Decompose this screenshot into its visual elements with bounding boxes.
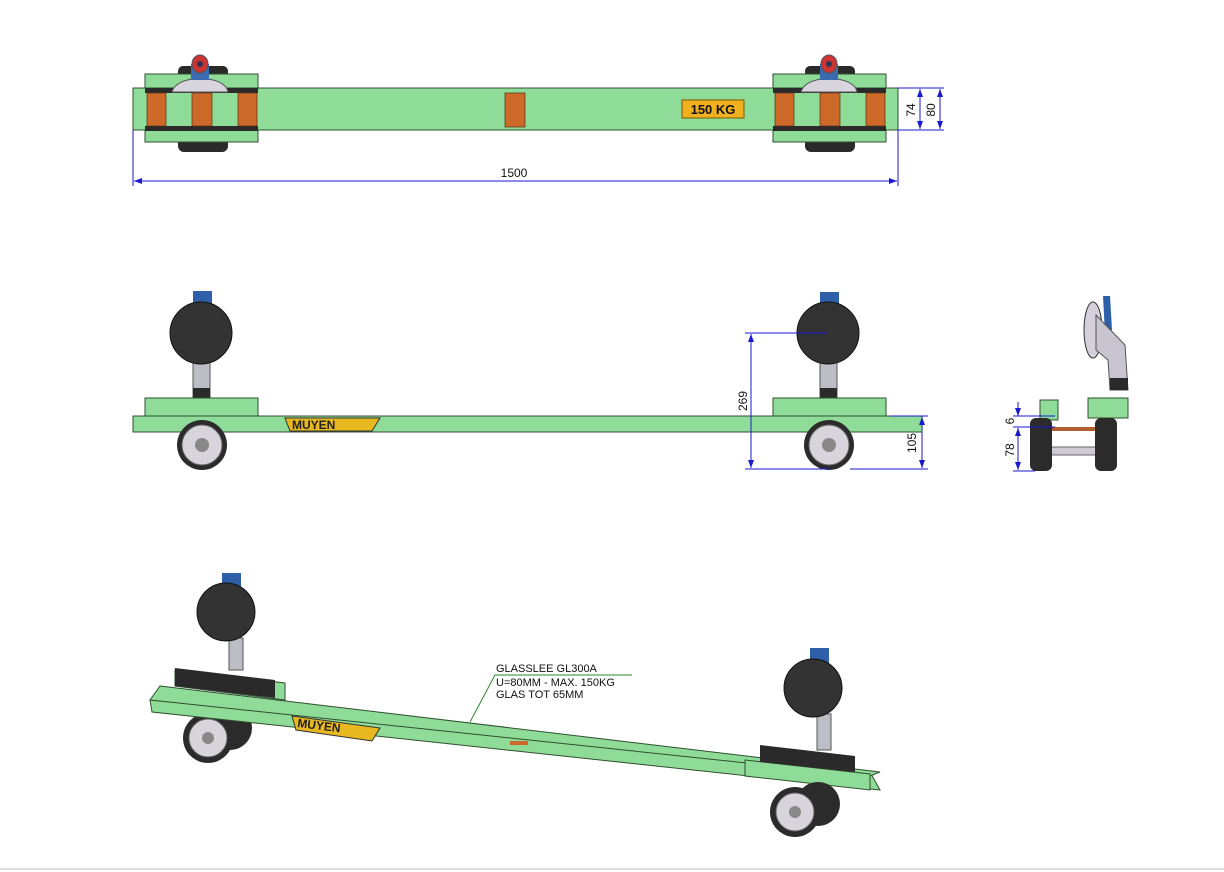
- end-view: 6 78: [1003, 296, 1129, 472]
- brand-logo-text: MUYEN: [292, 418, 335, 432]
- dim-length-value: 1500: [501, 166, 528, 180]
- suction-cup-right: [783, 658, 843, 718]
- dimension-height-frame: 105: [850, 415, 928, 470]
- dimension-height-total: 269: [736, 332, 830, 470]
- dim-inner-width-value: 74: [904, 103, 918, 117]
- dimension-length: 1500: [132, 130, 899, 186]
- brand-logo: MUYEN: [291, 715, 381, 742]
- note-line-2: U=80MM - MAX. 150KG: [496, 677, 615, 689]
- top-view: 150 KG 1500 74 80: [132, 54, 944, 186]
- pad: [237, 92, 258, 127]
- suction-cup-right: [800, 54, 858, 93]
- iso-view: MUYEN GLASSLEE GL300A U=80MM - MAX. 150K…: [149, 573, 881, 837]
- end-wheel-left: [1030, 418, 1052, 471]
- pad: [191, 92, 213, 127]
- end-wheel-right: [1095, 418, 1117, 471]
- cup-handle: [193, 291, 212, 305]
- load-label-plate: [681, 99, 745, 119]
- note-callout: GLASSLEE GL300A U=80MM - MAX. 150KG GLAS…: [469, 663, 632, 723]
- brand-logo: MUYEN: [284, 417, 381, 432]
- pad: [865, 92, 886, 127]
- suction-cup-left: [169, 301, 233, 365]
- wheel-right: [804, 420, 854, 470]
- dim-6-value: 6: [1003, 417, 1017, 424]
- dim-269-value: 269: [736, 391, 750, 411]
- dim-outer-width-value: 80: [924, 103, 938, 117]
- side-view: MUYEN 269 105: [132, 291, 928, 470]
- pad: [819, 92, 841, 127]
- dim-78-value: 78: [1003, 443, 1017, 457]
- wheel-left: [177, 420, 227, 470]
- pad: [146, 92, 167, 127]
- wheel-right: [770, 782, 840, 837]
- dimension-width: 74 80: [898, 87, 944, 131]
- pad: [504, 92, 526, 128]
- load-label: 150 KG: [691, 102, 736, 117]
- suction-cup-left: [196, 582, 256, 642]
- side-beam: [132, 415, 923, 433]
- dim-105-value: 105: [905, 433, 919, 453]
- brand-logo-text: MUYEN: [297, 716, 342, 735]
- suction-cup-left: [171, 54, 229, 93]
- pad: [774, 92, 795, 127]
- note-line-3: GLAS TOT 65MM: [496, 689, 583, 701]
- note-line-1: GLASSLEE GL300A: [496, 663, 598, 675]
